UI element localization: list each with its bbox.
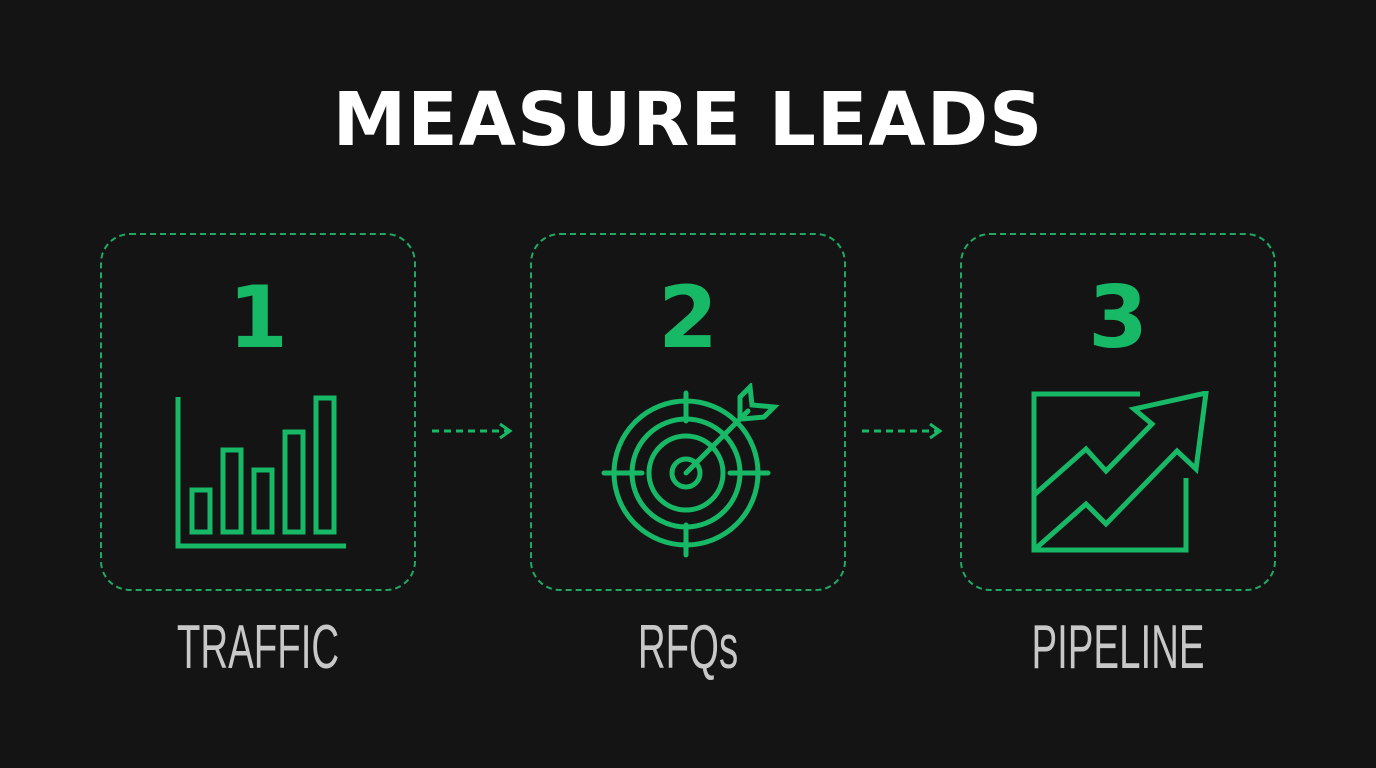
step-card-traffic: 1 (100, 233, 416, 591)
step-label-pipeline: PIPELINE (1031, 613, 1205, 682)
bar-chart-icon (175, 395, 346, 549)
step-number: 1 (228, 268, 288, 368)
step-number: 3 (1088, 268, 1148, 368)
page-title: MEASURE LEADS (332, 77, 1044, 163)
step-label-traffic: TRAFFIC (176, 613, 340, 682)
step-number: 2 (658, 268, 718, 368)
step-label-rfqs: RFQs (637, 613, 739, 682)
target-arrow-icon (601, 383, 780, 558)
step-card-rfqs: 2 (530, 233, 846, 591)
dashed-arrow-right-icon (862, 422, 943, 440)
step-card-pipeline: 3 (960, 233, 1276, 591)
growth-arrow-icon (1031, 391, 1209, 553)
dashed-arrow-right-icon (432, 422, 513, 440)
